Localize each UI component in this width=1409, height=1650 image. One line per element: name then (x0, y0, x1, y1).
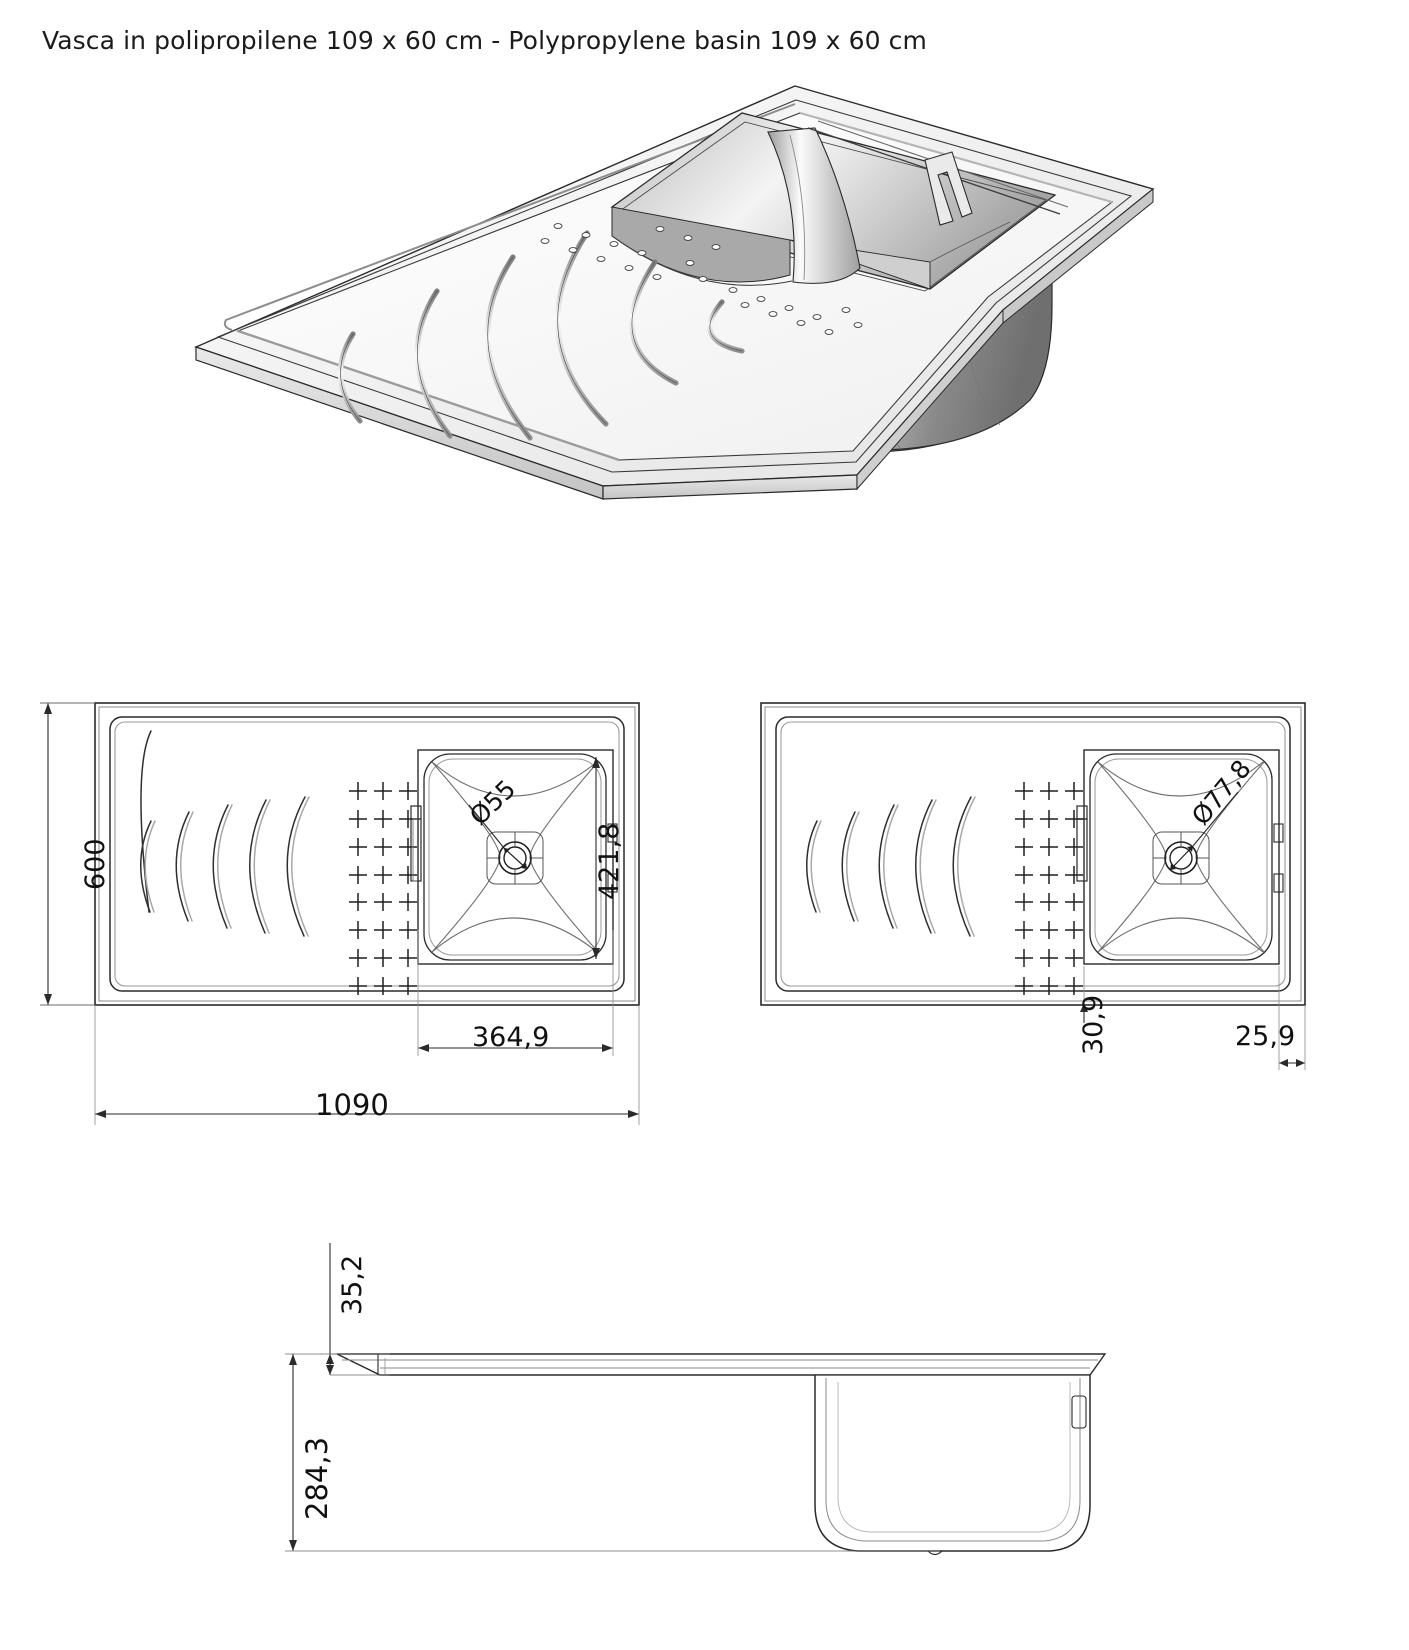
perforation-grid-upper-right (1015, 782, 1083, 884)
dim-label-bowl-width: 364,9 (472, 1022, 550, 1053)
dim-label-height-600: 600 (80, 838, 111, 890)
perforation-grid-lower-right (1015, 893, 1083, 995)
perforation-grid-lower-left (349, 893, 417, 995)
dim-label-total-height: 284,3 (300, 1436, 334, 1520)
elevation-view (285, 1243, 1107, 1556)
page-title: Vasca in polipropilene 109 x 60 cm - Pol… (42, 26, 927, 55)
dim-label-rim-thickness: 35,2 (337, 1254, 368, 1315)
dim-label-overall-length: 1090 (315, 1088, 389, 1122)
drainer-perforations (540, 223, 863, 335)
isometric-view (194, 85, 1155, 500)
perforation-grid-upper-left (349, 782, 417, 884)
dim-label-offset-bottom: 30,9 (1078, 994, 1109, 1055)
dim-label-offset-right: 25,9 (1235, 1021, 1296, 1052)
plan-right-view (760, 702, 1306, 1070)
plan-left-view (40, 702, 640, 1125)
dim-label-bowl-depth: 421,8 (594, 822, 625, 900)
